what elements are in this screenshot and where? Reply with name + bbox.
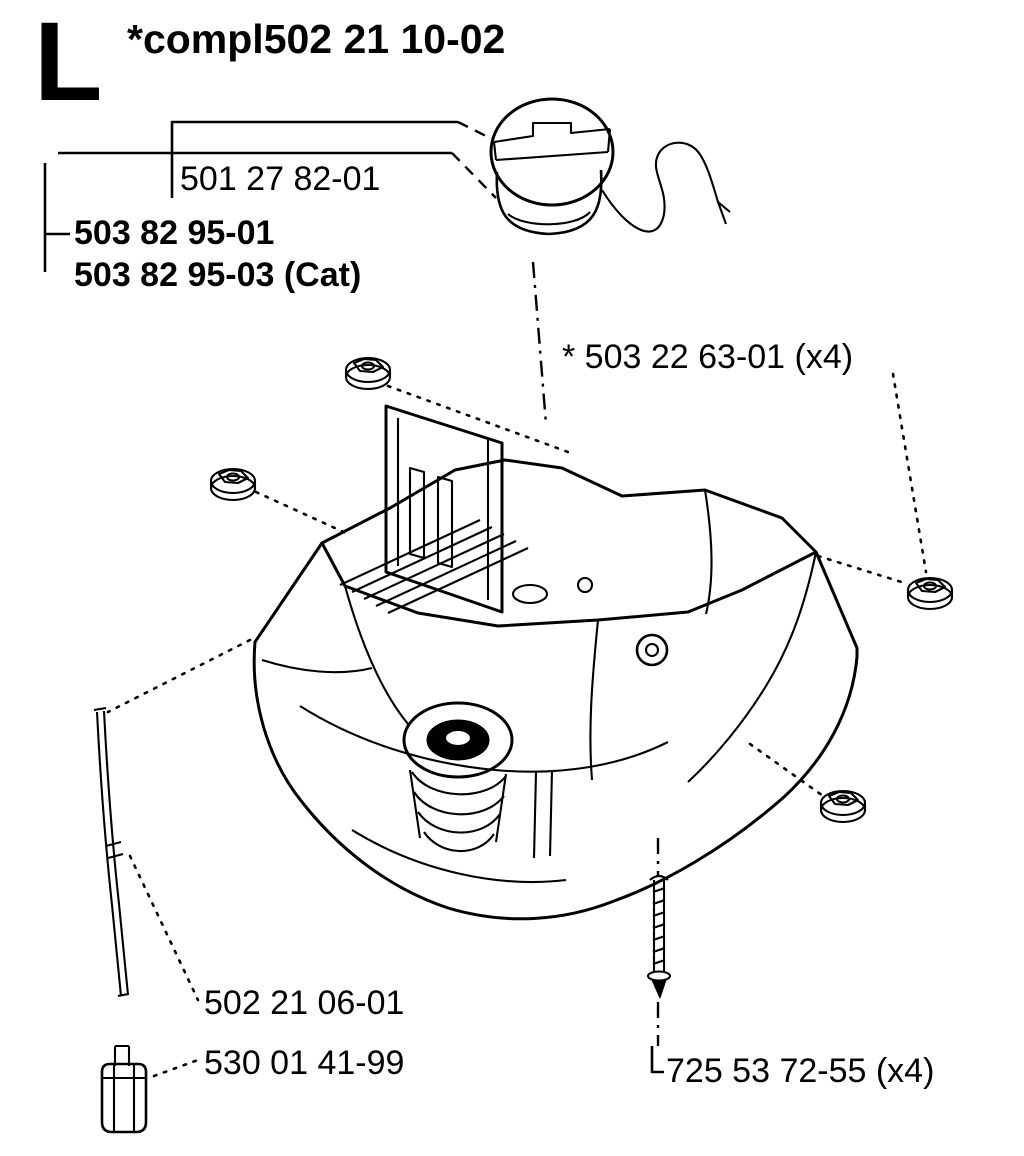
part-label-nut: * 503 22 63-01 (x4) [562,338,854,376]
part-label-fuel-cap: 501 27 82-01 [180,160,381,198]
fuel-tank-illustration [252,404,859,921]
section-letter: L [34,0,102,124]
screw-illustration [646,874,672,999]
page-title: *compl502 21 10-02 [127,16,506,62]
part-label-tank: 503 82 95-01 [74,214,275,252]
label-brackets [43,120,664,1074]
fuel-line-illustration [93,706,130,998]
leader-lines [106,120,928,1078]
flange-nut-illustration [819,789,867,824]
part-label-fuel-line: 502 21 06-01 [204,984,405,1022]
part-label-fuel-filter: 530 01 41-99 [204,1044,405,1082]
flange-nut-illustration [906,576,954,611]
flange-nut-illustration [344,356,392,391]
fuel-filter-illustration [100,1044,148,1134]
flange-nut-illustration [209,467,257,502]
part-label-screw: 725 53 72-55 (x4) [666,1052,935,1090]
part-label-tank-cat: 503 82 95-03 (Cat) [74,256,362,294]
fuel-cap-illustration [489,97,731,236]
